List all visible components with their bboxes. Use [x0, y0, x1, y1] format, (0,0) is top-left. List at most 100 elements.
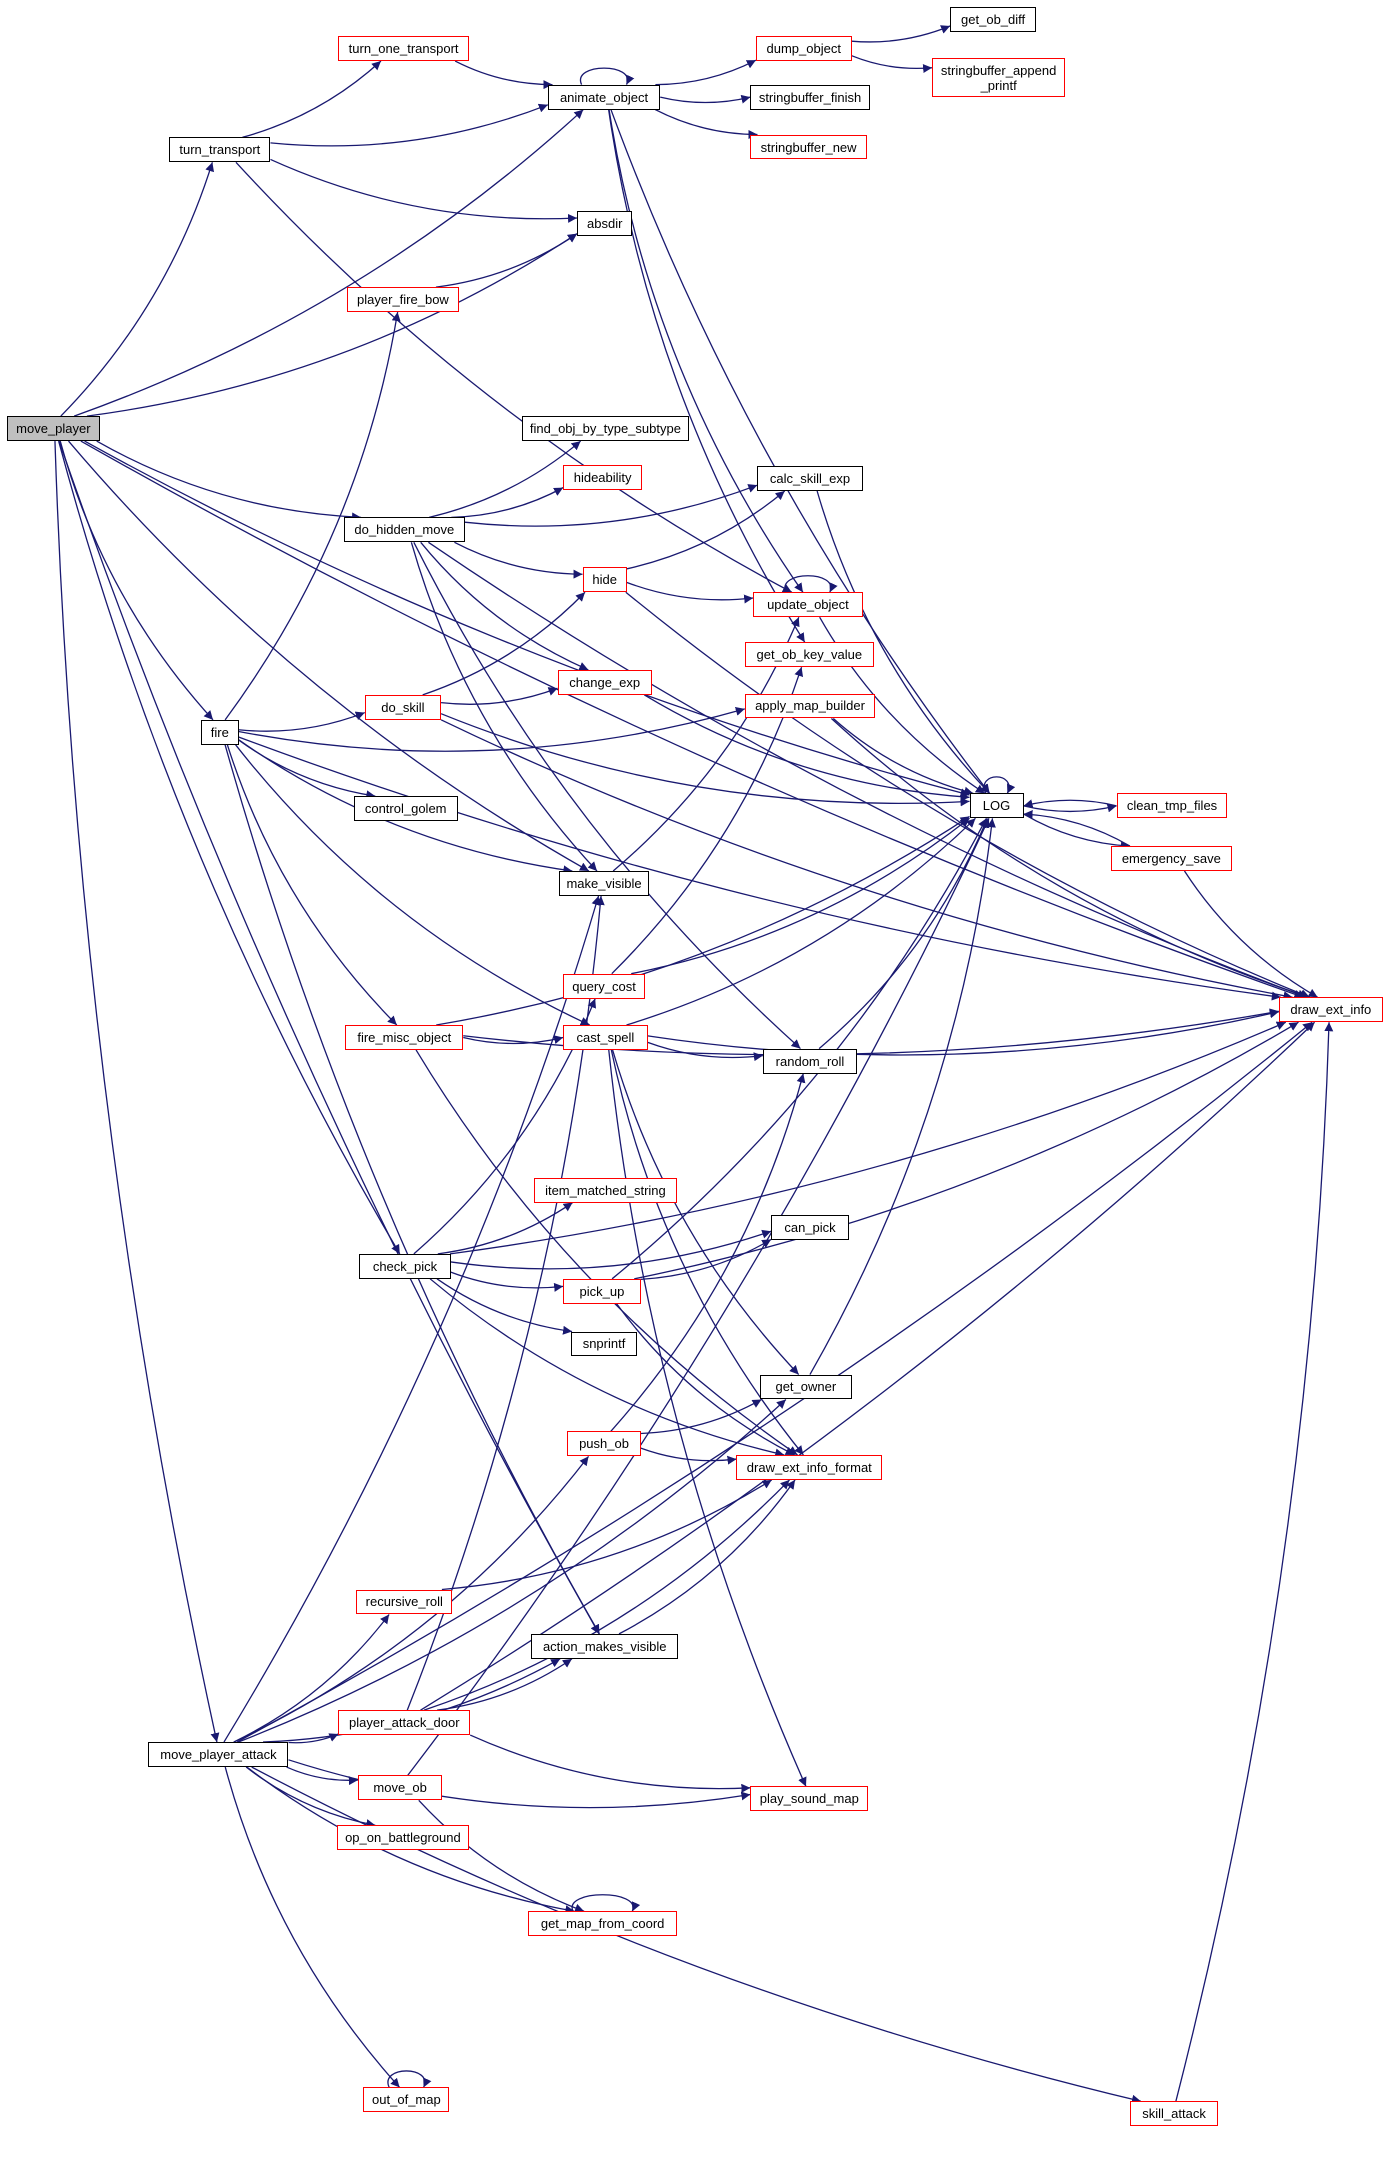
edge-check-pick-to-can-pick: [450, 1229, 772, 1270]
edge-do-hidden-move-to-random-roll: [413, 542, 801, 1050]
node-stringbuffer-new[interactable]: stringbuffer_new: [750, 134, 867, 160]
edge-cast-spell-to-LOG: [626, 817, 976, 1026]
edge-move-player-to-fire: [59, 440, 214, 721]
node-draw-ext-info[interactable]: draw_ext_info: [1278, 997, 1383, 1023]
node-get-ob-key-value[interactable]: get_ob_key_value: [744, 642, 874, 668]
node-do-hidden-move[interactable]: do_hidden_move: [343, 517, 465, 543]
node-query-cost[interactable]: query_cost: [563, 973, 645, 999]
edge-move-player-to-do-hidden-move: [96, 440, 362, 522]
node-cast-spell[interactable]: cast_spell: [563, 1024, 648, 1050]
edge-hide-to-draw-ext-info: [625, 591, 1310, 999]
edge-recursive-roll-to-draw-ext-info-format: [441, 1479, 773, 1591]
node-dump-object[interactable]: dump_object: [755, 36, 852, 61]
edge-animate-object-to-animate-object: [579, 67, 635, 85]
edge-fire-to-make-visible: [238, 739, 573, 875]
edge-move-ob-to-LOG: [407, 818, 990, 1776]
node-turn-one-transport[interactable]: turn_one_transport: [338, 36, 469, 61]
node-stringbuffer-finish[interactable]: stringbuffer_finish: [750, 84, 870, 110]
edge-player-attack-door-to-draw-ext-info: [420, 1021, 1316, 1711]
edge-do-hidden-move-to-calc-skill-exp: [464, 484, 758, 527]
node-op-on-battleground[interactable]: op_on_battleground: [337, 1825, 469, 1851]
edge-animate-object-to-get-ob-key-value: [607, 109, 806, 643]
edge-fire-to-player-fire-bow: [224, 311, 401, 721]
node-get-owner[interactable]: get_owner: [760, 1374, 852, 1400]
edge-action-makes-visible-to-draw-ext-info-format: [618, 1479, 796, 1635]
edge-do-skill-to-LOG: [440, 713, 970, 807]
node-push-ob[interactable]: push_ob: [567, 1431, 641, 1457]
edge-player-attack-door-to-action-makes-visible: [437, 1658, 573, 1711]
node-calc-skill-exp[interactable]: calc_skill_exp: [757, 466, 863, 491]
edge-get-map-from-coord-to-get-map-from-coord: [571, 1894, 641, 1912]
node-recursive-roll[interactable]: recursive_roll: [356, 1589, 453, 1615]
node-LOG[interactable]: LOG: [969, 793, 1024, 819]
node-absdir[interactable]: absdir: [576, 210, 633, 236]
edge-check-pick-to-pick-up: [450, 1271, 564, 1292]
edge-check-pick-to-item-matched-string: [437, 1201, 573, 1255]
node-snprintf[interactable]: snprintf: [571, 1331, 637, 1357]
edge-move-player-to-absdir: [86, 233, 578, 417]
edge-move-player-attack-to-recursive-roll: [233, 1614, 390, 1743]
node-move-player-attack[interactable]: move_player_attack: [148, 1742, 289, 1768]
node-can-pick[interactable]: can_pick: [771, 1215, 849, 1240]
edge-fire-to-cast-spell: [235, 744, 590, 1026]
edge-turn-transport-to-turn-one-transport: [242, 60, 382, 138]
node-fire[interactable]: fire: [201, 719, 239, 745]
edge-query-cost-to-LOG: [631, 817, 970, 975]
node-turn-transport[interactable]: turn_transport: [169, 137, 271, 163]
edge-move-ob-to-get-map-from-coord: [418, 1799, 585, 1913]
edge-calc-skill-exp-to-LOG: [816, 490, 990, 794]
edge-dump-object-to-get-ob-diff: [851, 25, 951, 43]
edge-animate-object-to-LOG: [610, 109, 991, 794]
edge-turn-one-transport-to-animate-object: [454, 60, 553, 90]
edge-dump-object-to-stringbuffer-append-printf: [851, 55, 933, 73]
node-find-obj-by-type-subtype[interactable]: find_obj_by_type_subtype: [521, 416, 690, 442]
node-control-golem[interactable]: control_golem: [353, 796, 458, 822]
node-hideability[interactable]: hideability: [563, 464, 643, 490]
node-update-object[interactable]: update_object: [753, 592, 863, 618]
edge-animate-object-to-stringbuffer-finish: [660, 94, 751, 104]
node-player-attack-door[interactable]: player_attack_door: [338, 1710, 471, 1736]
node-move-player[interactable]: move_player: [6, 416, 100, 442]
node-make-visible[interactable]: make_visible: [558, 871, 650, 896]
node-item-matched-string[interactable]: item_matched_string: [533, 1177, 677, 1203]
node-stringbuffer-append-printf[interactable]: stringbuffer_append _printf: [932, 58, 1066, 98]
edge-fire-to-do-skill: [238, 711, 366, 732]
node-action-makes-visible[interactable]: action_makes_visible: [531, 1633, 679, 1659]
node-play-sound-map[interactable]: play_sound_map: [750, 1786, 869, 1812]
node-draw-ext-info-format[interactable]: draw_ext_info_format: [736, 1454, 883, 1480]
node-apply-map-builder[interactable]: apply_map_builder: [744, 693, 876, 719]
node-out-of-map[interactable]: out_of_map: [363, 2087, 450, 2113]
node-change-exp[interactable]: change_exp: [557, 669, 652, 695]
edge-hide-to-update-object: [626, 581, 754, 604]
edge-turn-transport-to-absdir: [270, 158, 578, 223]
edge-player-fire-bow-to-absdir: [435, 233, 578, 288]
node-get-ob-diff[interactable]: get_ob_diff: [950, 6, 1037, 32]
edge-do-hidden-move-to-make-visible: [410, 542, 598, 872]
node-animate-object[interactable]: animate_object: [547, 84, 661, 110]
node-clean-tmp-files[interactable]: clean_tmp_files: [1116, 793, 1228, 819]
node-move-ob[interactable]: move_ob: [357, 1775, 443, 1801]
edge-move-player-attack-to-move-ob: [286, 1766, 358, 1786]
node-hide[interactable]: hide: [582, 567, 627, 593]
node-player-fire-bow[interactable]: player_fire_bow: [346, 287, 460, 313]
edge-animate-object-to-stringbuffer-new: [654, 108, 758, 140]
edge-pick-up-to-can-pick: [640, 1238, 772, 1281]
edge-move-player-attack-to-get-map-from-coord: [246, 1766, 575, 1915]
node-skill-attack[interactable]: skill_attack: [1130, 2101, 1218, 2127]
node-do-skill[interactable]: do_skill: [364, 694, 442, 720]
node-fire-misc-object[interactable]: fire_misc_object: [345, 1024, 464, 1050]
node-get-map-from-coord[interactable]: get_map_from_coord: [528, 1911, 677, 1937]
node-emergency-save[interactable]: emergency_save: [1110, 846, 1232, 872]
edge-move-player-to-action-makes-visible: [58, 440, 600, 1635]
edge-do-hidden-move-to-find-obj-by-type-subtype: [428, 440, 582, 518]
node-random-roll[interactable]: random_roll: [762, 1048, 858, 1074]
edge-do-skill-to-draw-ext-info: [440, 719, 1293, 1001]
node-pick-up[interactable]: pick_up: [563, 1278, 641, 1304]
edge-push-ob-to-get-owner: [640, 1398, 762, 1435]
node-check-pick[interactable]: check_pick: [359, 1253, 451, 1279]
edge-emergency-save-to-draw-ext-info: [1183, 870, 1318, 998]
edge-cast-spell-to-get-owner: [611, 1049, 800, 1375]
edge-animate-object-to-dump-object: [655, 59, 757, 86]
edge-pick-up-to-draw-ext-info-format: [616, 1303, 795, 1456]
edge-move-player-attack-to-skill-attack: [251, 1766, 1142, 2104]
